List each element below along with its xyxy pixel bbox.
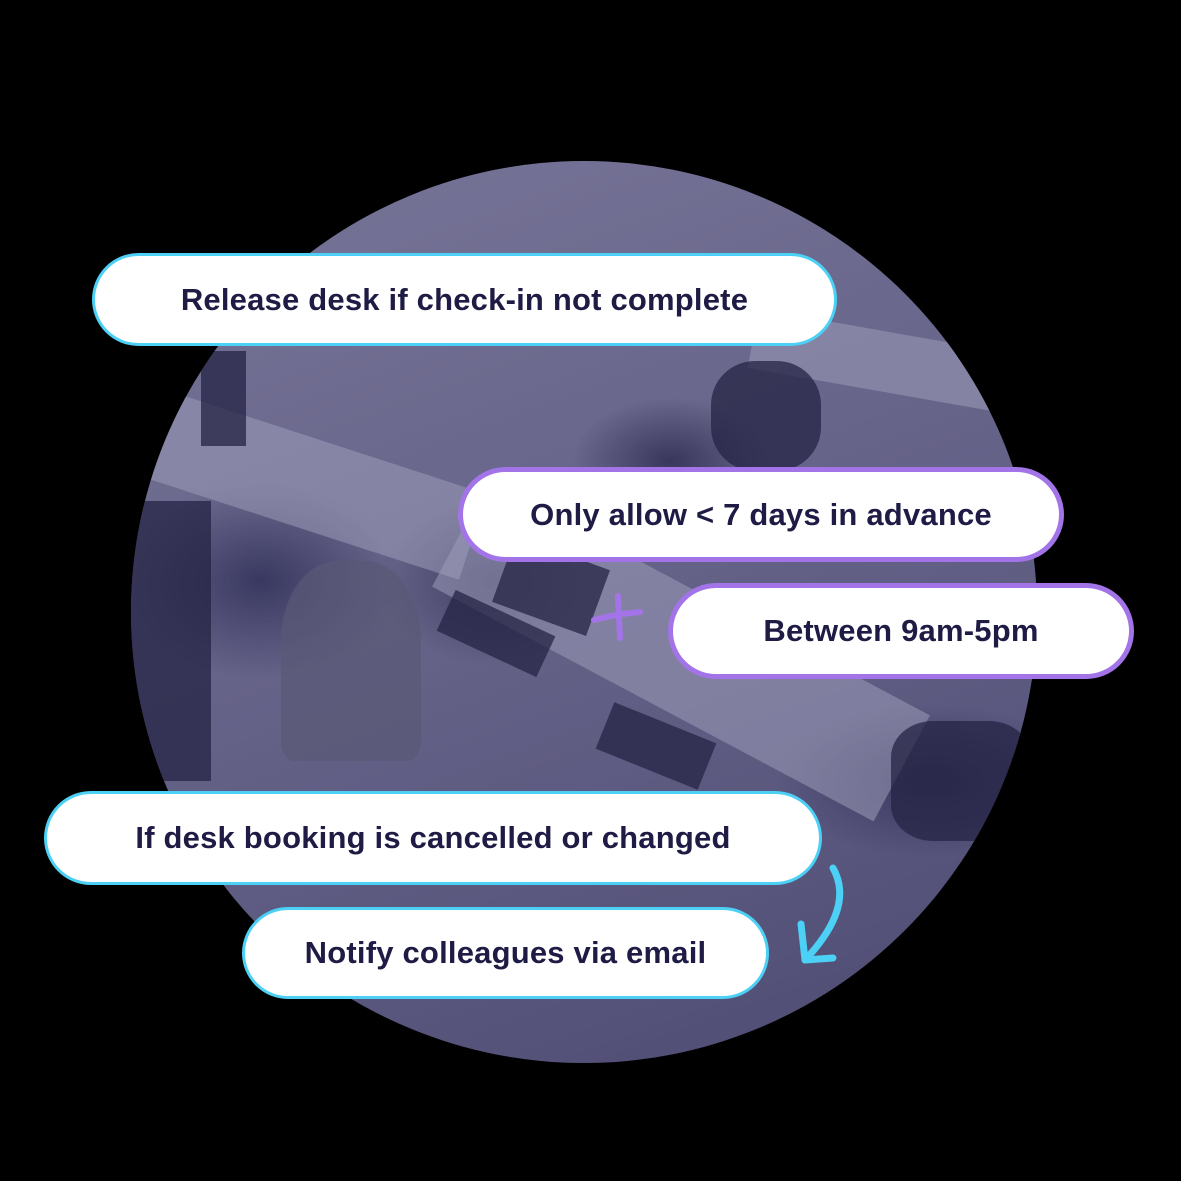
person (891, 721, 1031, 841)
rule-pill-hours: Between 9am-5pm (668, 583, 1134, 679)
rule-text: If desk booking is cancelled or changed (135, 820, 731, 855)
person (131, 501, 211, 781)
rule-text: Notify colleagues via email (304, 935, 707, 970)
rule-pill-notify: Notify colleagues via email (242, 907, 769, 999)
curved-arrow-down-icon (797, 864, 844, 964)
monitor (201, 351, 246, 446)
rule-pill-advance: Only allow < 7 days in advance (458, 467, 1064, 562)
rule-text: Release desk if check-in not complete (180, 281, 749, 317)
person (711, 361, 821, 471)
rule-pill-release: Release desk if check-in not complete (92, 253, 837, 346)
person (281, 561, 421, 761)
rule-text: Between 9am-5pm (763, 613, 1039, 648)
rule-text: Only allow < 7 days in advance (530, 496, 992, 532)
plus-icon (591, 593, 643, 641)
rule-pill-cancel: If desk booking is cancelled or changed (44, 791, 822, 885)
